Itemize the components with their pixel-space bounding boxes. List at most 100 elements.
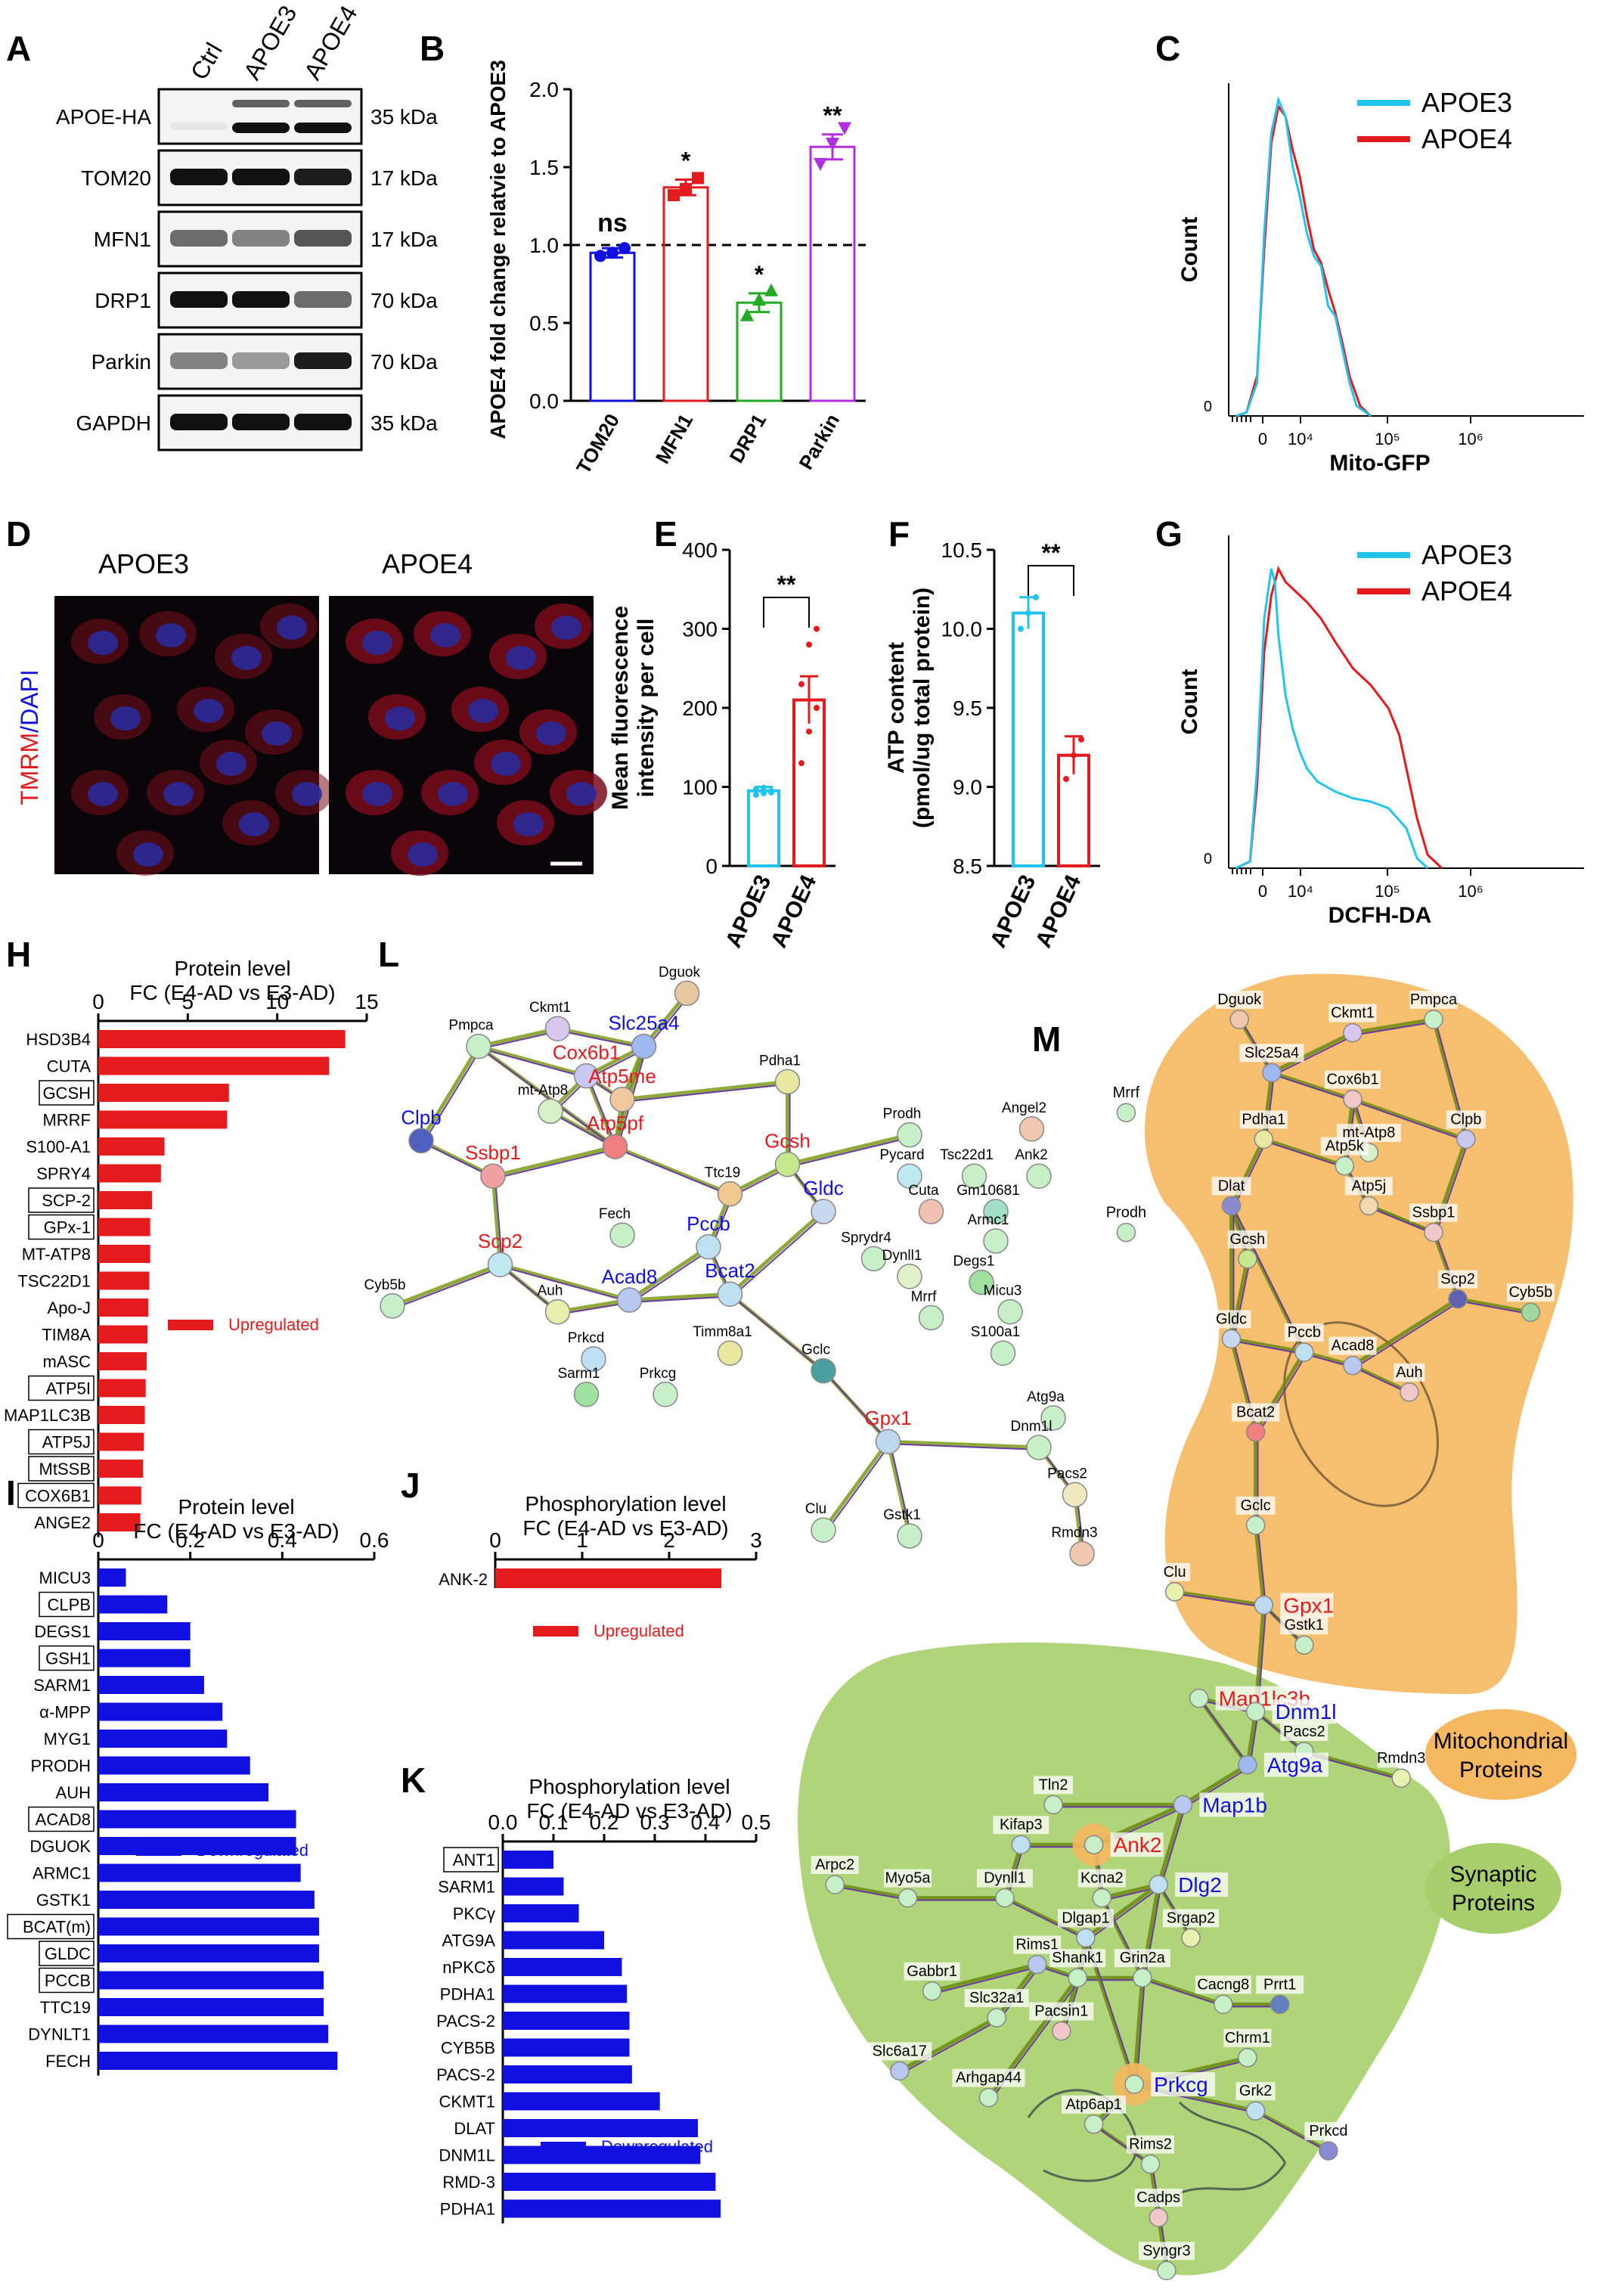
network-node: [696, 1234, 721, 1260]
x-tick-label: 5: [182, 990, 194, 1013]
network-node: [1092, 1888, 1112, 1908]
significance-label: *: [755, 261, 764, 288]
network-edge: [1263, 1137, 1346, 1168]
legend-syn-label: Proteins: [1452, 1891, 1535, 1916]
network-node-label: mt-Atp8: [518, 1082, 569, 1098]
cell-nucleus: [513, 812, 544, 836]
synapse-sketch: [1027, 2089, 1287, 2195]
network-node: [573, 1063, 600, 1089]
cell-nucleus: [506, 646, 536, 670]
cell-nucleus: [491, 752, 521, 776]
cell-nucleus: [362, 782, 392, 806]
network-node-label: Myo5a: [885, 1870, 931, 1887]
band-name: DRP1: [95, 289, 151, 312]
label-bg: [1377, 1749, 1425, 1768]
bar: [809, 145, 856, 402]
bar: [98, 1917, 319, 1936]
label-bg: [1134, 2189, 1183, 2207]
network-edge: [1160, 1807, 1186, 1888]
label-bg: [1232, 1403, 1280, 1422]
network-node-label: Clpb: [1450, 1111, 1481, 1128]
x-tick-label: 10⁶: [1458, 430, 1483, 448]
network-node: [487, 1252, 513, 1277]
network-node: [897, 1163, 922, 1189]
label-bg: [1077, 1869, 1126, 1888]
network-edge: [1354, 1100, 1469, 1143]
label-bg: [1199, 1792, 1264, 1817]
network-node-label: Ckmt1: [1331, 1005, 1375, 1022]
x-tick-label: 0.4: [691, 1810, 721, 1834]
network-edge: [491, 1175, 502, 1265]
label-bg: [1163, 1909, 1219, 1928]
y-tick-label: 0: [1204, 851, 1212, 867]
panel-label-J: J: [401, 1466, 420, 1505]
network-node: [1116, 1103, 1136, 1122]
y-tick-label: 9.5: [953, 697, 982, 720]
category-label: PACS-2: [436, 2012, 495, 2031]
network-edge: [1257, 2112, 1332, 2154]
network-node-label: Gldc: [803, 1177, 843, 1199]
blot-band: [170, 291, 228, 308]
network-node-label: Angel2: [1002, 1100, 1046, 1116]
bar: [503, 2199, 721, 2218]
network-node-label: Shank1: [1052, 1950, 1103, 1966]
legend-swatch: [541, 2142, 586, 2152]
network-node-label: Rims2: [1129, 2136, 1172, 2153]
label-bg: [811, 1856, 859, 1874]
network-node-label: Acad8: [1332, 1338, 1375, 1354]
highlight-box: [7, 1913, 95, 1940]
network-node: [1140, 2154, 1161, 2174]
bar: [98, 1137, 165, 1156]
significance-label: **: [777, 571, 796, 598]
panel-label-A: A: [6, 29, 31, 68]
legend-swatch: [533, 1626, 578, 1637]
network-node: [978, 2087, 999, 2108]
bar: [503, 1851, 553, 1869]
cell-nucleus: [277, 616, 307, 640]
y-tick-label: 100: [682, 776, 718, 799]
network-edge: [631, 1295, 733, 1303]
data-point: [668, 189, 680, 202]
label-bg: [1151, 2072, 1216, 2096]
category-label: ATP5J: [42, 1433, 91, 1452]
network-node-label: Cyb5b: [1508, 1284, 1552, 1301]
network-edge: [494, 1148, 618, 1180]
network-node-label: Gcsh: [764, 1130, 811, 1153]
series-line: [1235, 96, 1372, 417]
network-node-label: Pccb: [1288, 1324, 1321, 1341]
network-node-label: Slc6a17: [873, 2043, 927, 2059]
network-node-label: Ssbp1: [465, 1141, 521, 1164]
network-node-label: Auh: [1396, 1364, 1423, 1381]
network-node: [1026, 1435, 1052, 1460]
network-edge: [423, 1048, 482, 1143]
network-node: [811, 1199, 836, 1224]
cell-nucleus: [385, 706, 415, 731]
network-node-label: Prrt1: [1263, 1976, 1296, 1993]
network-node: [983, 1199, 1009, 1224]
y-tick-label: 1.0: [529, 234, 559, 257]
data-point: [606, 247, 618, 259]
network-edge: [392, 1262, 501, 1308]
bar: [98, 1702, 223, 1721]
network-node-label: Rmdn3: [1377, 1750, 1425, 1767]
network-node-label: Mrrf: [911, 1289, 937, 1305]
network-node-label: Prodh: [883, 1106, 922, 1122]
label-bg: [1235, 1496, 1276, 1515]
network-node-label: Gclc: [801, 1342, 830, 1358]
category-label: MYG1: [44, 1730, 91, 1748]
network-node: [616, 1287, 643, 1313]
bar: [503, 2038, 630, 2057]
network-node: [1294, 1635, 1314, 1655]
x-tick-label: 0.3: [640, 1810, 670, 1834]
network-node: [717, 1340, 743, 1366]
network-edge: [825, 1372, 891, 1444]
category-label: nPKCδ: [442, 1958, 495, 1977]
data-point: [814, 157, 827, 171]
network-node-label: Map1b: [1202, 1793, 1267, 1817]
x-tick-label: 0.4: [268, 1528, 297, 1552]
category-label: PDHA1: [440, 1985, 495, 2004]
bar: [503, 2065, 632, 2083]
network-edge: [1273, 1074, 1356, 1103]
blot-band: [170, 352, 228, 369]
